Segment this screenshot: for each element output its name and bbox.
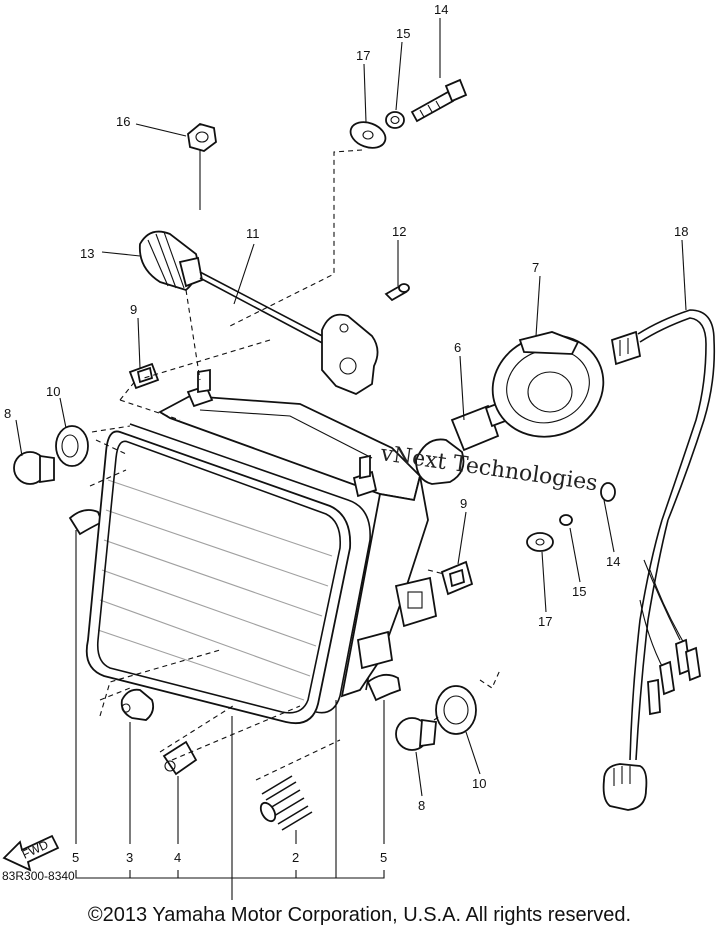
guide-lines	[89, 149, 501, 781]
callout-6: 6	[454, 340, 461, 355]
callout-5-left: 5	[72, 850, 79, 865]
callout-8-right: 8	[418, 798, 425, 813]
washer-part-right	[526, 532, 554, 552]
adjusting-cap-part-left	[13, 451, 55, 485]
socket-cover-part-left	[55, 425, 89, 467]
callout-4: 4	[174, 850, 181, 865]
socket-part	[491, 331, 605, 438]
adjusting-knob-part	[138, 230, 331, 347]
callout-5-right: 5	[380, 850, 387, 865]
wire-harness-part	[602, 309, 716, 811]
fwd-arrow: FWD	[2, 834, 60, 872]
callout-10-right: 10	[472, 776, 486, 791]
callout-labels: 14 15 17 16 13 11 12 18 7 9 6 10 8 9 14 …	[4, 2, 688, 865]
grommet-part-lower	[440, 560, 474, 596]
callout-10-left: 10	[46, 384, 60, 399]
clip-part-left	[68, 509, 104, 536]
callout-12: 12	[392, 224, 406, 239]
callout-2: 2	[292, 850, 299, 865]
callout-17-top: 17	[356, 48, 370, 63]
callout-15-top: 15	[396, 26, 410, 41]
callout-14-top: 14	[434, 2, 448, 17]
adjuster-bracket-part	[321, 313, 379, 396]
callout-13: 13	[80, 246, 94, 261]
spring-part	[259, 775, 313, 831]
clip-part-right	[366, 673, 402, 702]
grommet-part-upper	[128, 362, 160, 390]
callout-9-lower: 9	[460, 496, 467, 511]
callout-8-left: 8	[4, 406, 11, 421]
bolt-part	[410, 78, 468, 123]
callout-9-upper: 9	[130, 302, 137, 317]
callout-17-right: 17	[538, 614, 552, 629]
callout-16: 16	[116, 114, 130, 129]
nut-part	[187, 123, 217, 152]
headlight-unit	[85, 368, 438, 725]
socket-cover-part-right	[435, 685, 477, 735]
lock-washer-part-right	[559, 514, 573, 526]
lock-washer-part	[385, 111, 405, 129]
adjusting-cap-part-right	[395, 717, 437, 751]
callout-14-right: 14	[606, 554, 620, 569]
copyright-notice: ©2013 Yamaha Motor Corporation, U.S.A. A…	[87, 904, 632, 926]
callout-3: 3	[126, 850, 133, 865]
screw-part	[384, 283, 410, 302]
position-lamp-socket-part	[120, 688, 155, 721]
washer-part	[349, 121, 387, 149]
callout-7: 7	[532, 260, 539, 275]
callout-18: 18	[674, 224, 688, 239]
callout-15-right: 15	[572, 584, 586, 599]
position-lamp-bulb-part	[162, 740, 198, 776]
leader-lines	[15, 18, 687, 900]
bolt-part-right	[600, 482, 616, 502]
callout-11: 11	[246, 226, 260, 241]
reference-code: 83R300-8340	[2, 869, 75, 883]
lens-texture	[97, 479, 333, 701]
